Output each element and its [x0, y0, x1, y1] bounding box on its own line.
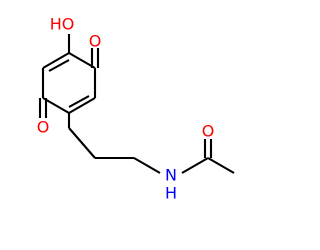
molecule-structure-diagram: HO O O O N H: [36, 14, 235, 203]
molecule-canvas: HO O O O N H: [37, 15, 235, 203]
atom-label-quinone-o-bottom: O: [37, 118, 50, 137]
atom-label-amide-h: H: [165, 184, 177, 203]
bond-n-carbonyl: [181, 157, 209, 174]
double-bond-c6-c1-inner: [48, 59, 70, 72]
atom-label-amide-n: N: [165, 166, 177, 185]
bond-c4-c5: [42, 97, 70, 114]
bond-ch2-n: [133, 157, 161, 174]
atom-label-amide-o: O: [202, 122, 215, 141]
bond-c1-c2: [68, 52, 96, 69]
bond-ch2-ch2: [68, 127, 96, 159]
double-bond-c3-c4-inner: [68, 95, 90, 108]
atom-label-quinone-o-top: O: [89, 32, 102, 51]
bond-c6-c1: [42, 52, 70, 69]
atom-label-hydroxyl: HO: [50, 15, 75, 34]
bond-c3-c4: [68, 97, 96, 114]
bond-carbonyl-methyl: [207, 157, 235, 174]
